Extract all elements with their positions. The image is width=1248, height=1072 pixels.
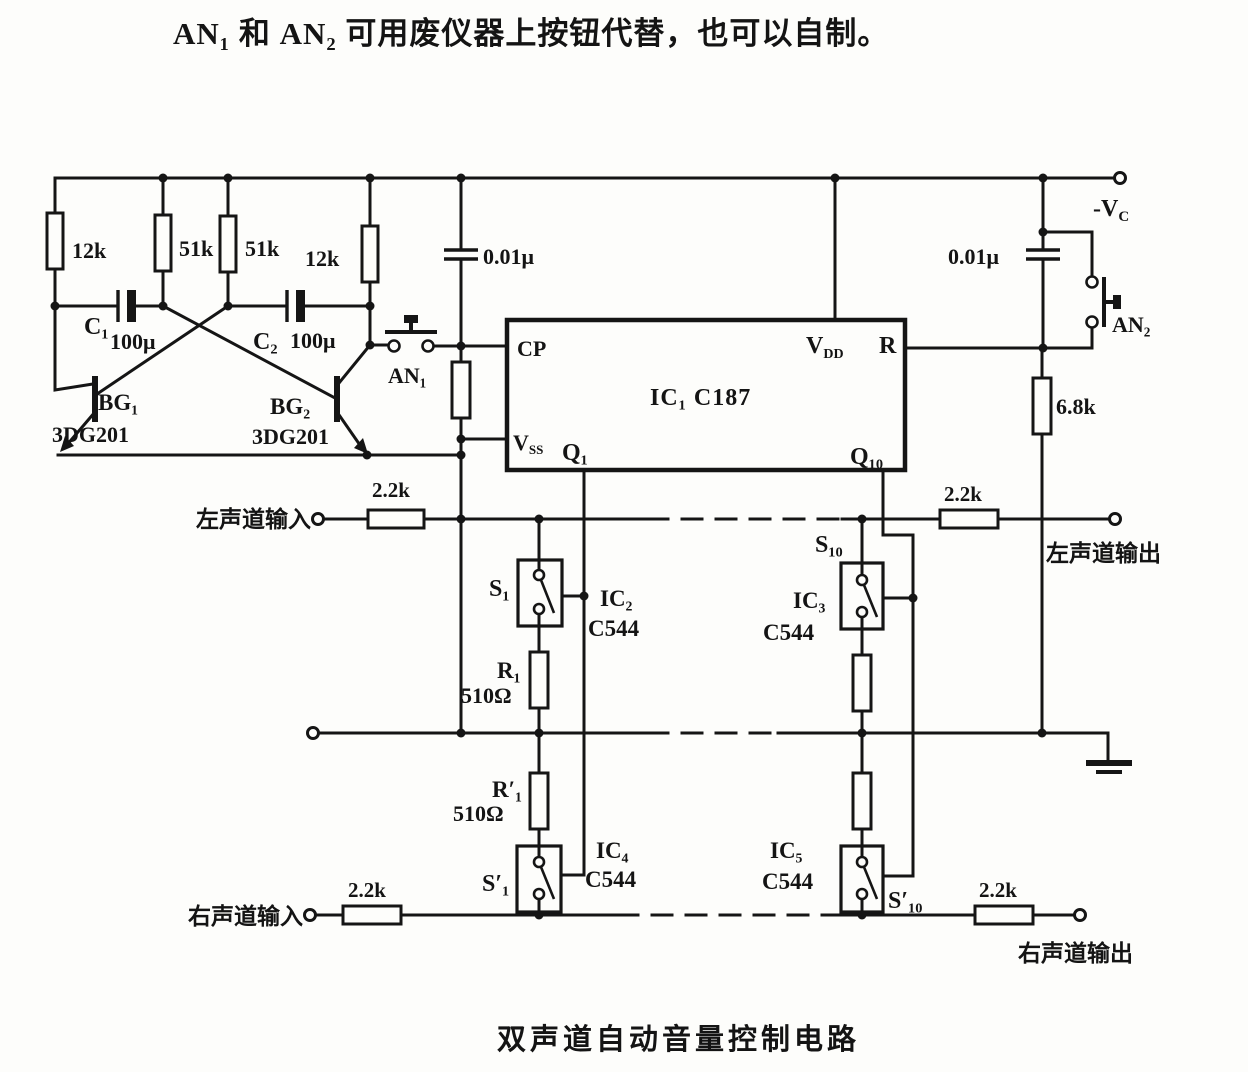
resistor-r1-prime xyxy=(528,771,550,831)
resistor-right-upper xyxy=(851,653,873,713)
label-2k2-right-out: 2.2k xyxy=(979,878,1017,902)
label-s1-prime: S′₁ xyxy=(482,871,509,897)
label-12k-left: 12k xyxy=(72,238,107,263)
resistor-51k-right xyxy=(218,214,238,274)
label-cap-left: 0.01μ xyxy=(483,244,535,269)
left-output-terminal xyxy=(1108,512,1122,526)
label-cap-right: 0.01μ xyxy=(948,244,1000,269)
q10-wire xyxy=(881,468,915,878)
left-12k-column xyxy=(53,176,120,392)
capacitor-001u-right xyxy=(1026,248,1060,261)
circuit-wires xyxy=(53,176,1122,917)
capacitor-001u-left xyxy=(444,248,478,261)
label-ic2-type: C544 xyxy=(588,616,640,641)
label-2k2-left-out: 2.2k xyxy=(944,482,982,506)
label-12k-right: 12k xyxy=(305,246,340,271)
label-s10-prime: S′₁₀ xyxy=(888,888,923,914)
resistor-r1 xyxy=(528,650,550,710)
resistor-2k2-right-in xyxy=(341,904,403,926)
label-s1: S₁ xyxy=(489,576,510,602)
capacitor-c2 xyxy=(285,290,305,322)
label-r1-prime-value: 510Ω xyxy=(453,801,504,826)
label-left-output: 左声道输出 xyxy=(1046,540,1161,566)
label-pin-vdd: VDD xyxy=(806,333,844,362)
label-pin-cp: CP xyxy=(517,336,546,361)
resistor-12k-left xyxy=(45,211,65,271)
label-c1: C₁ xyxy=(84,314,109,340)
label-6k8: 6.8k xyxy=(1056,394,1097,419)
transistor-bg2 xyxy=(334,376,368,454)
label-51k-right: 51k xyxy=(245,236,280,261)
left-51k-column xyxy=(134,176,338,401)
label-pin-q10: Q₁₀ xyxy=(850,444,883,470)
caption: 双声道自动音量控制电路 xyxy=(497,1024,861,1056)
ic1-box xyxy=(504,317,908,473)
circuit-schematic: 12k 51k 51k 12k C₁ 100μ C₂ 100μ BG₁ 3DG2… xyxy=(45,171,1161,966)
left-input-terminal xyxy=(311,512,325,526)
junction-dots xyxy=(50,173,1048,920)
right-51k-column xyxy=(94,176,289,397)
label-ic4: IC₄ xyxy=(596,838,629,863)
label-bg2: BG₂ xyxy=(270,394,310,419)
capacitor-c1 xyxy=(116,290,136,322)
resistor-2k2-right-out xyxy=(973,904,1035,926)
label-ic5-type: C544 xyxy=(762,869,814,894)
common-rail xyxy=(316,731,1110,762)
io-terminals xyxy=(303,171,1127,922)
label-ic3: IC₃ xyxy=(793,588,826,613)
label-ic5: IC₅ xyxy=(770,838,803,863)
pushbutton-an2 xyxy=(1085,275,1121,329)
label-s10: S₁₀ xyxy=(815,532,843,558)
switch-s10 xyxy=(839,561,885,631)
label-ic3-type: C544 xyxy=(763,620,815,645)
right-12k-column xyxy=(303,176,390,386)
label-pin-vss: VSS xyxy=(513,430,543,457)
resistors xyxy=(45,211,1053,926)
label-c1-value: 100μ xyxy=(110,329,156,354)
resistor-right-lower xyxy=(851,771,873,831)
label-right-output: 右声道输出 xyxy=(1018,940,1133,966)
label-r1-value: 510Ω xyxy=(461,683,512,708)
labels: 12k 51k 51k 12k C₁ 100μ C₂ 100μ BG₁ 3DG2… xyxy=(52,196,1161,966)
label-c2-value: 100μ xyxy=(290,328,336,353)
reset-cap-wires xyxy=(1041,176,1094,350)
resistor-2k2-left-in xyxy=(366,508,426,530)
right-input-terminal xyxy=(303,908,317,922)
label-pin-r: R xyxy=(879,333,897,359)
label-bg1-type: 3DG201 xyxy=(52,422,129,447)
vc-terminal xyxy=(1113,171,1127,185)
label-r1-prime: R′₁ xyxy=(492,777,522,802)
ground-symbol xyxy=(1086,760,1132,774)
common-terminal xyxy=(306,726,320,740)
label-bg2-type: 3DG201 xyxy=(252,424,329,449)
label-2k2-left-in: 2.2k xyxy=(372,478,410,502)
label-ic4-type: C544 xyxy=(585,867,637,892)
label-left-input: 左声道输入 xyxy=(196,506,311,532)
resistor-12k-right xyxy=(360,224,380,284)
label-2k2-right-in: 2.2k xyxy=(348,878,386,902)
label-51k-left: 51k xyxy=(179,236,214,261)
resistor-2k2-left-out xyxy=(938,508,1000,530)
label-ic1: IC₁ C187 xyxy=(650,385,751,411)
label-c2: C₂ xyxy=(253,329,278,355)
resistor-6k8 xyxy=(1031,376,1053,436)
label-vc: -VC xyxy=(1093,196,1129,225)
label-bg1: BG₁ xyxy=(98,390,138,415)
label-an2: AN₂ xyxy=(1112,312,1151,337)
resistor-cp-pulldown xyxy=(450,360,472,420)
resistor-51k-left xyxy=(153,213,173,273)
label-an1: AN₁ xyxy=(388,363,426,388)
switch-s1 xyxy=(516,558,564,628)
label-ic2: IC₂ xyxy=(600,586,633,611)
top-note: AN₁ 和 AN₂ 可用废仪器上按钮代替，也可以自制。 xyxy=(173,16,890,51)
label-r1: R₁ xyxy=(497,658,521,683)
label-pin-q1: Q₁ xyxy=(562,440,588,466)
transistor-bg1 xyxy=(60,376,98,452)
label-right-input: 右声道输入 xyxy=(188,903,303,929)
right-output-terminal xyxy=(1073,908,1087,922)
pushbutton-an1 xyxy=(385,315,437,353)
q1-wire xyxy=(559,468,586,877)
